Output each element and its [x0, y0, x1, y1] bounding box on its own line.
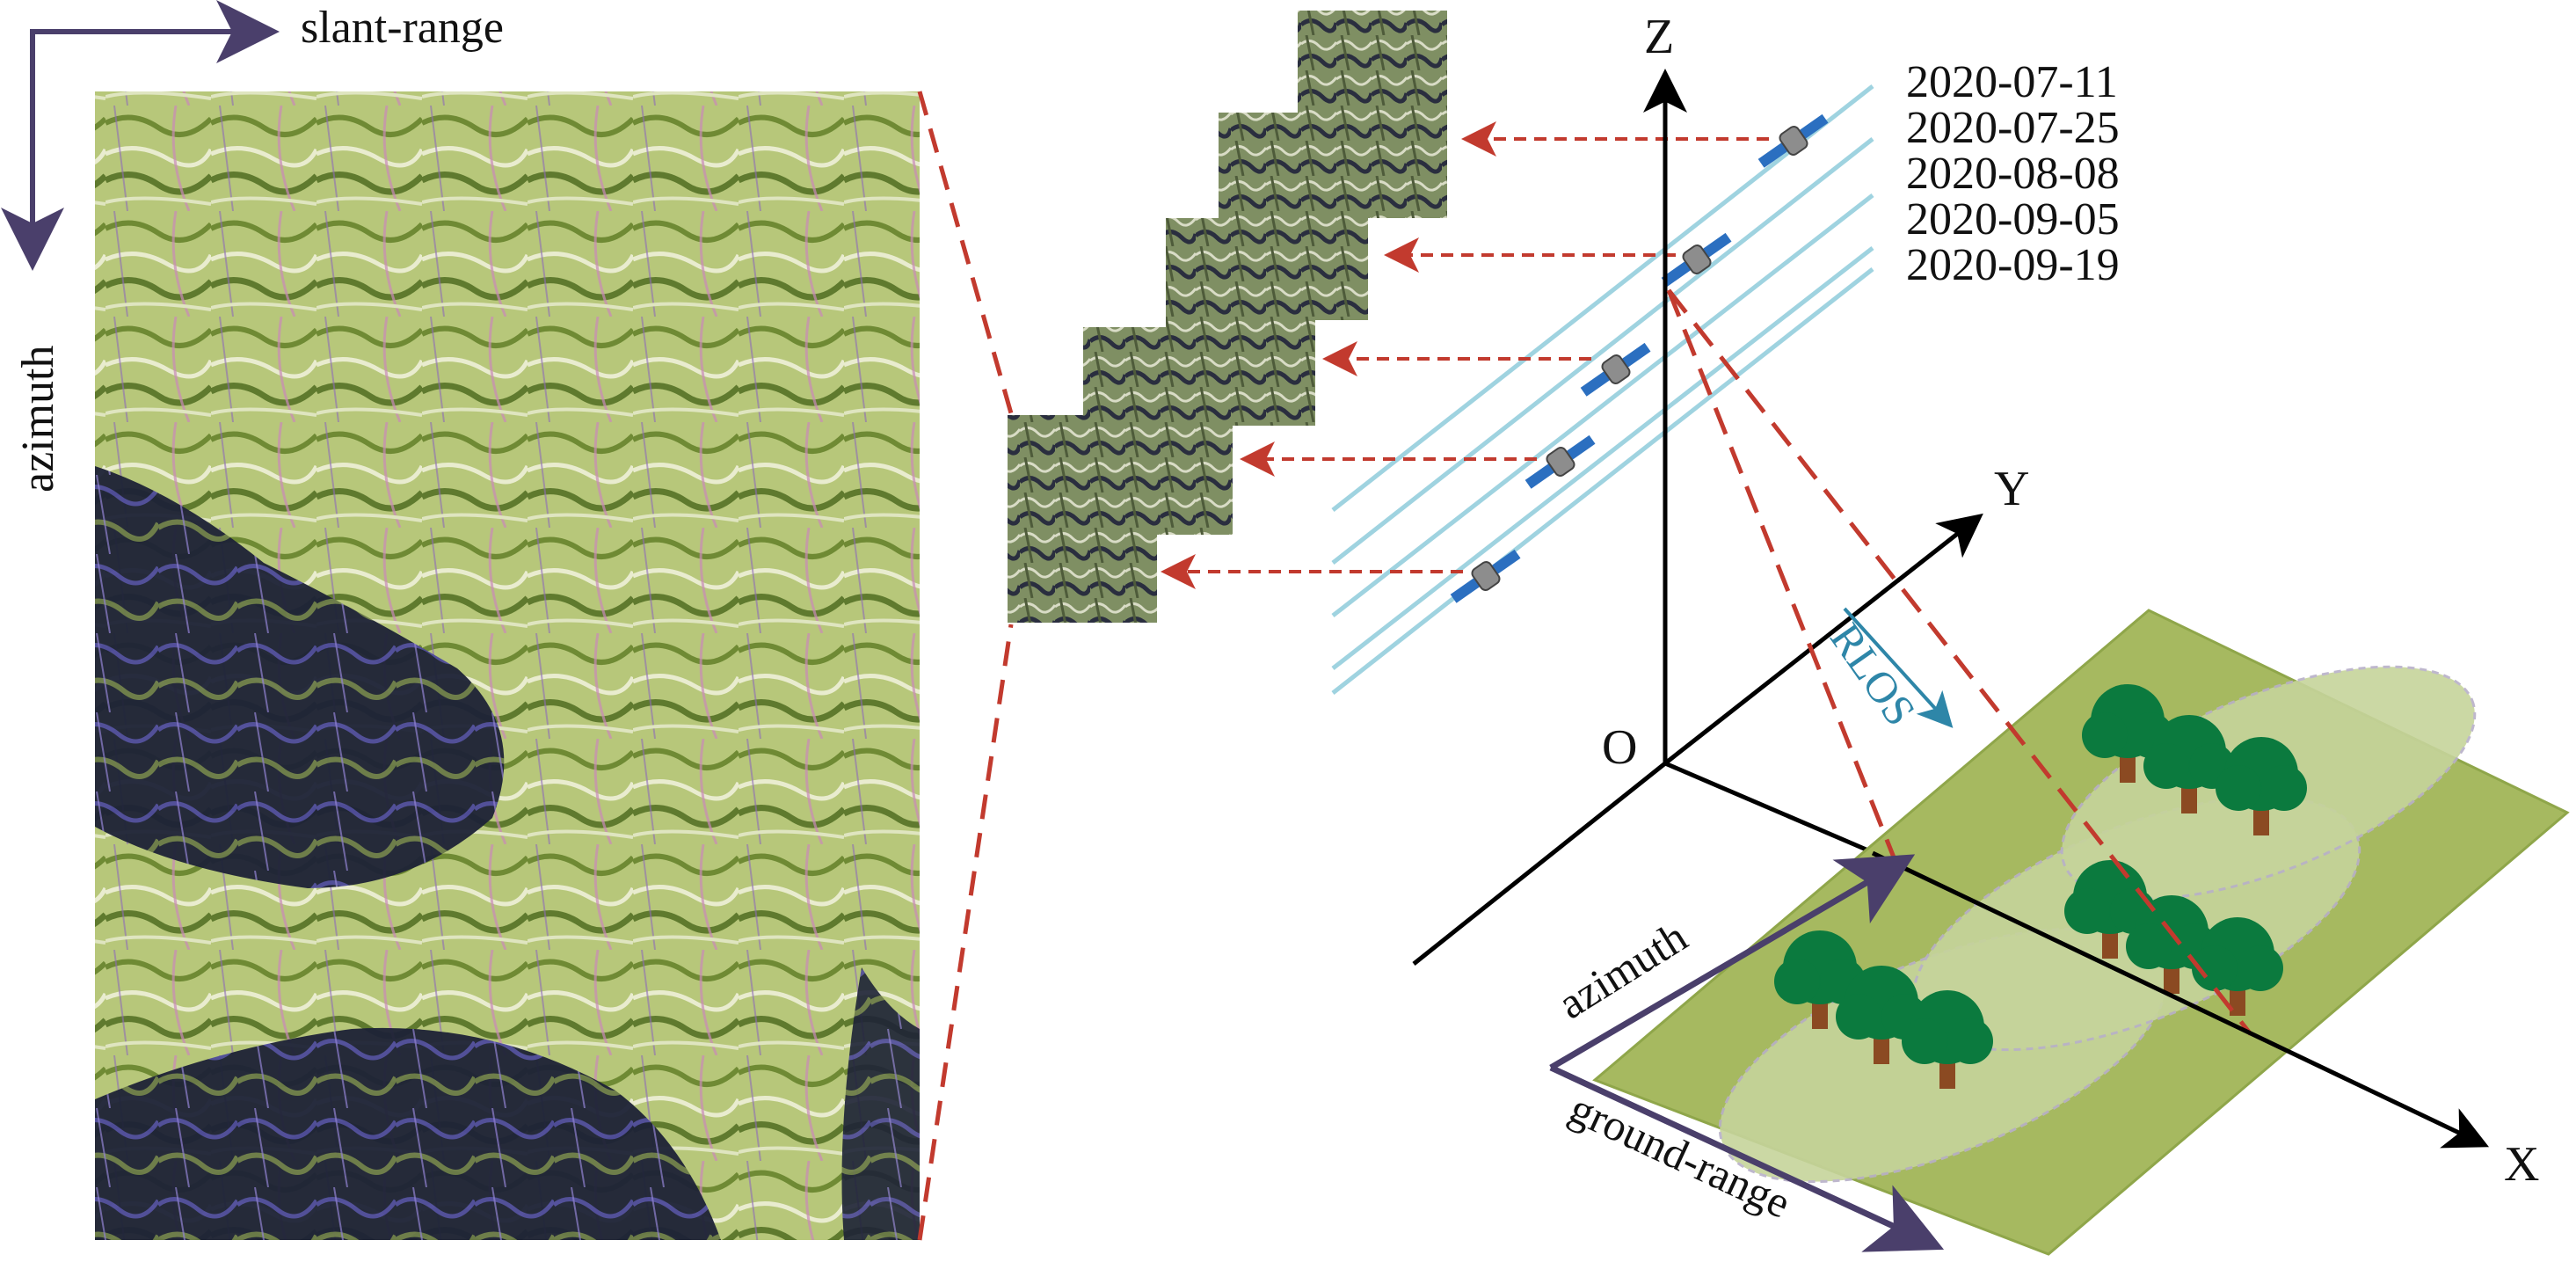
- date-label-1: 2020-07-11: [1906, 57, 2118, 107]
- orbit-track-3: [1331, 193, 1874, 617]
- tree: [2143, 715, 2235, 813]
- beam-edge-near: [1666, 289, 1902, 872]
- orbit-track-1: [1331, 84, 1874, 512]
- sar-image-stack: [1008, 11, 1447, 623]
- y-axis: [1663, 513, 1983, 765]
- stack-image-5: [1008, 415, 1157, 623]
- orbit-track-4: [1331, 246, 1874, 670]
- acquisition-arrows: [1161, 121, 1769, 589]
- tree: [1774, 930, 1866, 1029]
- orbit-tracks: [1331, 84, 1874, 695]
- trees: [1774, 684, 2307, 1089]
- sar-dark-region-right: [841, 967, 920, 1240]
- zoom-connector-bottom: [917, 624, 1014, 1241]
- satellite-1: [1757, 113, 1829, 168]
- rlos-arrow: [1843, 607, 1954, 728]
- tree: [1902, 990, 1993, 1089]
- satellite-4: [1524, 434, 1596, 489]
- x-axis-arrow: [1871, 850, 2490, 1149]
- orbit-track-5: [1331, 267, 1874, 695]
- date-label-2: 2020-07-25: [1906, 103, 2120, 153]
- ground-range-arrow: [1549, 1064, 1945, 1252]
- orbit-track-2: [1331, 137, 1874, 565]
- tree: [2192, 917, 2283, 1016]
- beam-edge-far: [1667, 288, 2252, 1036]
- satellite-3: [1580, 342, 1651, 397]
- rlos-label: RLOS: [1821, 614, 1925, 734]
- date-label-4: 2020-09-05: [1906, 194, 2120, 244]
- date-label-5: 2020-09-19: [1906, 240, 2120, 290]
- acquisition-dates: 2020-07-11 2020-07-25 2020-08-08 2020-09…: [1906, 57, 2120, 290]
- sar-dark-region: [95, 466, 505, 888]
- satellite-5: [1450, 549, 1521, 603]
- date-label-3: 2020-08-08: [1906, 149, 2120, 199]
- coordinate-axes: [1412, 69, 1983, 966]
- x-axis-back: [1412, 762, 1667, 966]
- radar-beam: [1666, 288, 2252, 1036]
- ground-azimuth-label: azimuth: [1549, 911, 1695, 1028]
- tree: [2216, 737, 2307, 835]
- sar-image-panel: slant-range azimuth: [1, 0, 920, 1240]
- x-axis-label: X: [2504, 1137, 2539, 1192]
- image-azimuth-label: azimuth: [13, 345, 63, 492]
- ground-azimuth-arrow: [1549, 854, 1916, 1071]
- y-axis-label: Y: [1994, 462, 2029, 516]
- x-axis-front: [1664, 761, 1875, 856]
- tree: [2082, 684, 2173, 783]
- sar-dark-region-lower: [95, 1027, 721, 1240]
- zoom-connector-top: [917, 91, 1014, 414]
- satellite-2: [1661, 232, 1732, 287]
- slant-range-label: slant-range: [301, 3, 504, 53]
- origin-label: O: [1602, 720, 1637, 775]
- satellites: [1450, 113, 1829, 603]
- z-axis-label: Z: [1644, 10, 1674, 64]
